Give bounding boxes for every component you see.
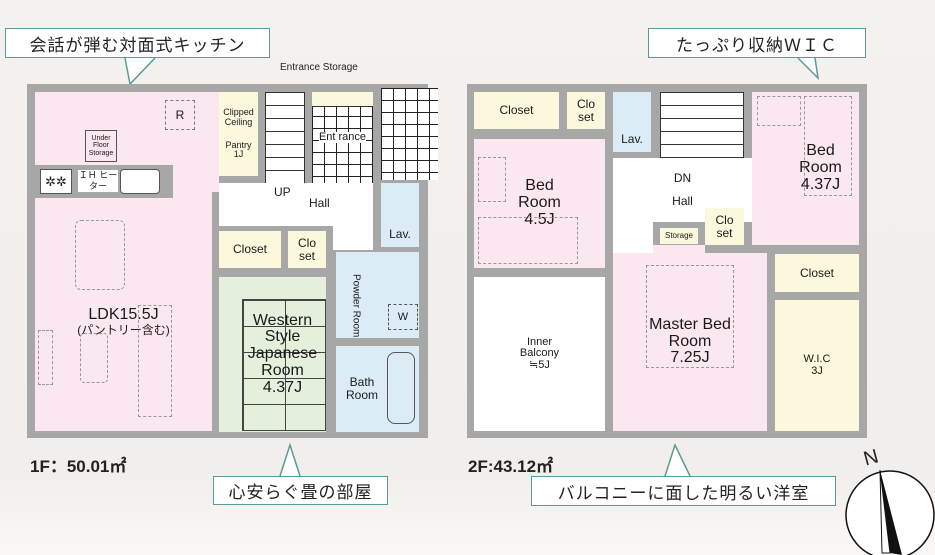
bed-room-4-37-size: 4.37J: [800, 175, 841, 193]
bed-room-4-5: Bed Room 4.5J: [474, 139, 605, 268]
staircase-down: [660, 92, 744, 158]
bed: [478, 217, 578, 264]
bed: [804, 96, 852, 196]
bath-room-label: Bath Room: [345, 375, 378, 402]
master-bed-room: Master Bed Room 7.25J: [613, 253, 767, 431]
hall-1f-lower: [333, 220, 373, 250]
toilet-1f: Lav.: [381, 183, 419, 247]
inner-balcony: Inner Balcony ≒5J: [474, 277, 605, 431]
callout-balcony-room: バルコニーに面した明るい洋室: [531, 476, 836, 506]
pantry-label: Pantry: [225, 140, 252, 150]
storage-2f: Storage: [660, 228, 698, 244]
closet-2f-c: Clo set: [705, 208, 744, 245]
compass-icon: [845, 469, 935, 555]
closet-1f: Closet: [219, 231, 281, 268]
toilet-2f: Lav.: [613, 92, 651, 152]
callout-tatami: 心安らぐ畳の部屋: [213, 476, 388, 505]
inner-balcony-label: Inner Balcony: [519, 335, 560, 360]
powder-room: Powder Room W: [336, 252, 419, 338]
floor1-area: 1F：50.01㎡: [30, 457, 127, 476]
coffee-table: [80, 333, 108, 383]
desk: [478, 157, 506, 202]
tv-board: [38, 330, 53, 385]
pantry: Clipped Ceiling Pantry 1J: [219, 92, 258, 176]
staircase-up: [265, 92, 305, 185]
bed: [646, 265, 734, 368]
ldk-note: (パントリー含む): [77, 322, 170, 337]
clipped-ceiling-label: Clipped Ceiling: [223, 107, 254, 127]
desk: [757, 96, 801, 126]
washer-space: W: [388, 304, 418, 330]
hall-2f-label: Hall: [672, 194, 693, 208]
porch: [381, 88, 438, 180]
hall-1f: UP Hall: [219, 183, 373, 226]
callout-wic: たっぷり収納ＷＩＣ: [648, 28, 866, 58]
bed-room-4-5-label: Bed Room: [518, 177, 561, 212]
master-bed-room-label: Master Bed Room: [649, 315, 731, 350]
tatami-mats: [242, 299, 326, 431]
wic-size: 3J: [811, 364, 823, 377]
bathtub: [387, 352, 415, 424]
entrance-storage: [312, 92, 373, 107]
pantry-size: 1J: [233, 149, 244, 160]
bed-room-4-5-size: 4.5J: [524, 210, 555, 228]
japanese-room-label: Western Style Japanese Room: [247, 311, 318, 379]
ih-heater-label: ＩＨ ヒーター: [78, 170, 118, 192]
closet-2f-b: Clo set: [567, 92, 605, 129]
bed-room-4-37: Bed Room 4.37J: [752, 92, 859, 245]
sink: [120, 169, 160, 194]
under-floor-storage: Under Floor Storage: [85, 130, 117, 162]
stove-icon: ✲✲: [40, 169, 72, 194]
ldk-label: LDK15.5J: [88, 305, 159, 323]
inner-balcony-size: ≒5J: [529, 358, 550, 371]
bed-room-4-37-label: Bed Room: [799, 142, 842, 177]
closet-1f-small: Clo set: [288, 231, 326, 268]
ldk-room: LDK15.5J (パントリー含む): [35, 92, 212, 431]
master-bed-room-alcove: [653, 245, 705, 255]
ldk-extension: [200, 92, 219, 192]
wic-label: W.I.C: [803, 352, 831, 365]
japanese-room-size: 4.37J: [262, 378, 303, 396]
dining-table: [75, 220, 125, 290]
master-bed-room-size: 7.25J: [670, 349, 710, 367]
closet-2f-d: Closet: [775, 254, 859, 292]
hall-2f-lower: [613, 222, 653, 257]
floor2-area: 2F:43.12㎡: [468, 457, 554, 476]
entrance-label: Ent rance: [318, 130, 367, 144]
closet-2f-a: Closet: [474, 92, 559, 129]
entrance-storage-label: Entrance Storage: [280, 62, 358, 73]
japanese-room: Western Style Japanese Room 4.37J: [219, 277, 326, 432]
walk-in-closet: W.I.C 3J: [775, 300, 859, 431]
fridge-space: R: [165, 100, 195, 130]
callout-kitchen: 会話が弾む対面式キッチン: [5, 28, 270, 58]
hall-label: Hall: [309, 196, 330, 210]
bath-room: Bath Room: [336, 346, 419, 432]
kitchen-counter: ✲✲ ＩＨ ヒーター: [35, 165, 173, 198]
entrance: Ent rance: [312, 92, 373, 183]
dn-label: DN: [673, 171, 692, 186]
powder-room-label: Powder Room: [350, 274, 362, 338]
sofa: [138, 305, 172, 417]
up-label: UP: [274, 185, 291, 199]
